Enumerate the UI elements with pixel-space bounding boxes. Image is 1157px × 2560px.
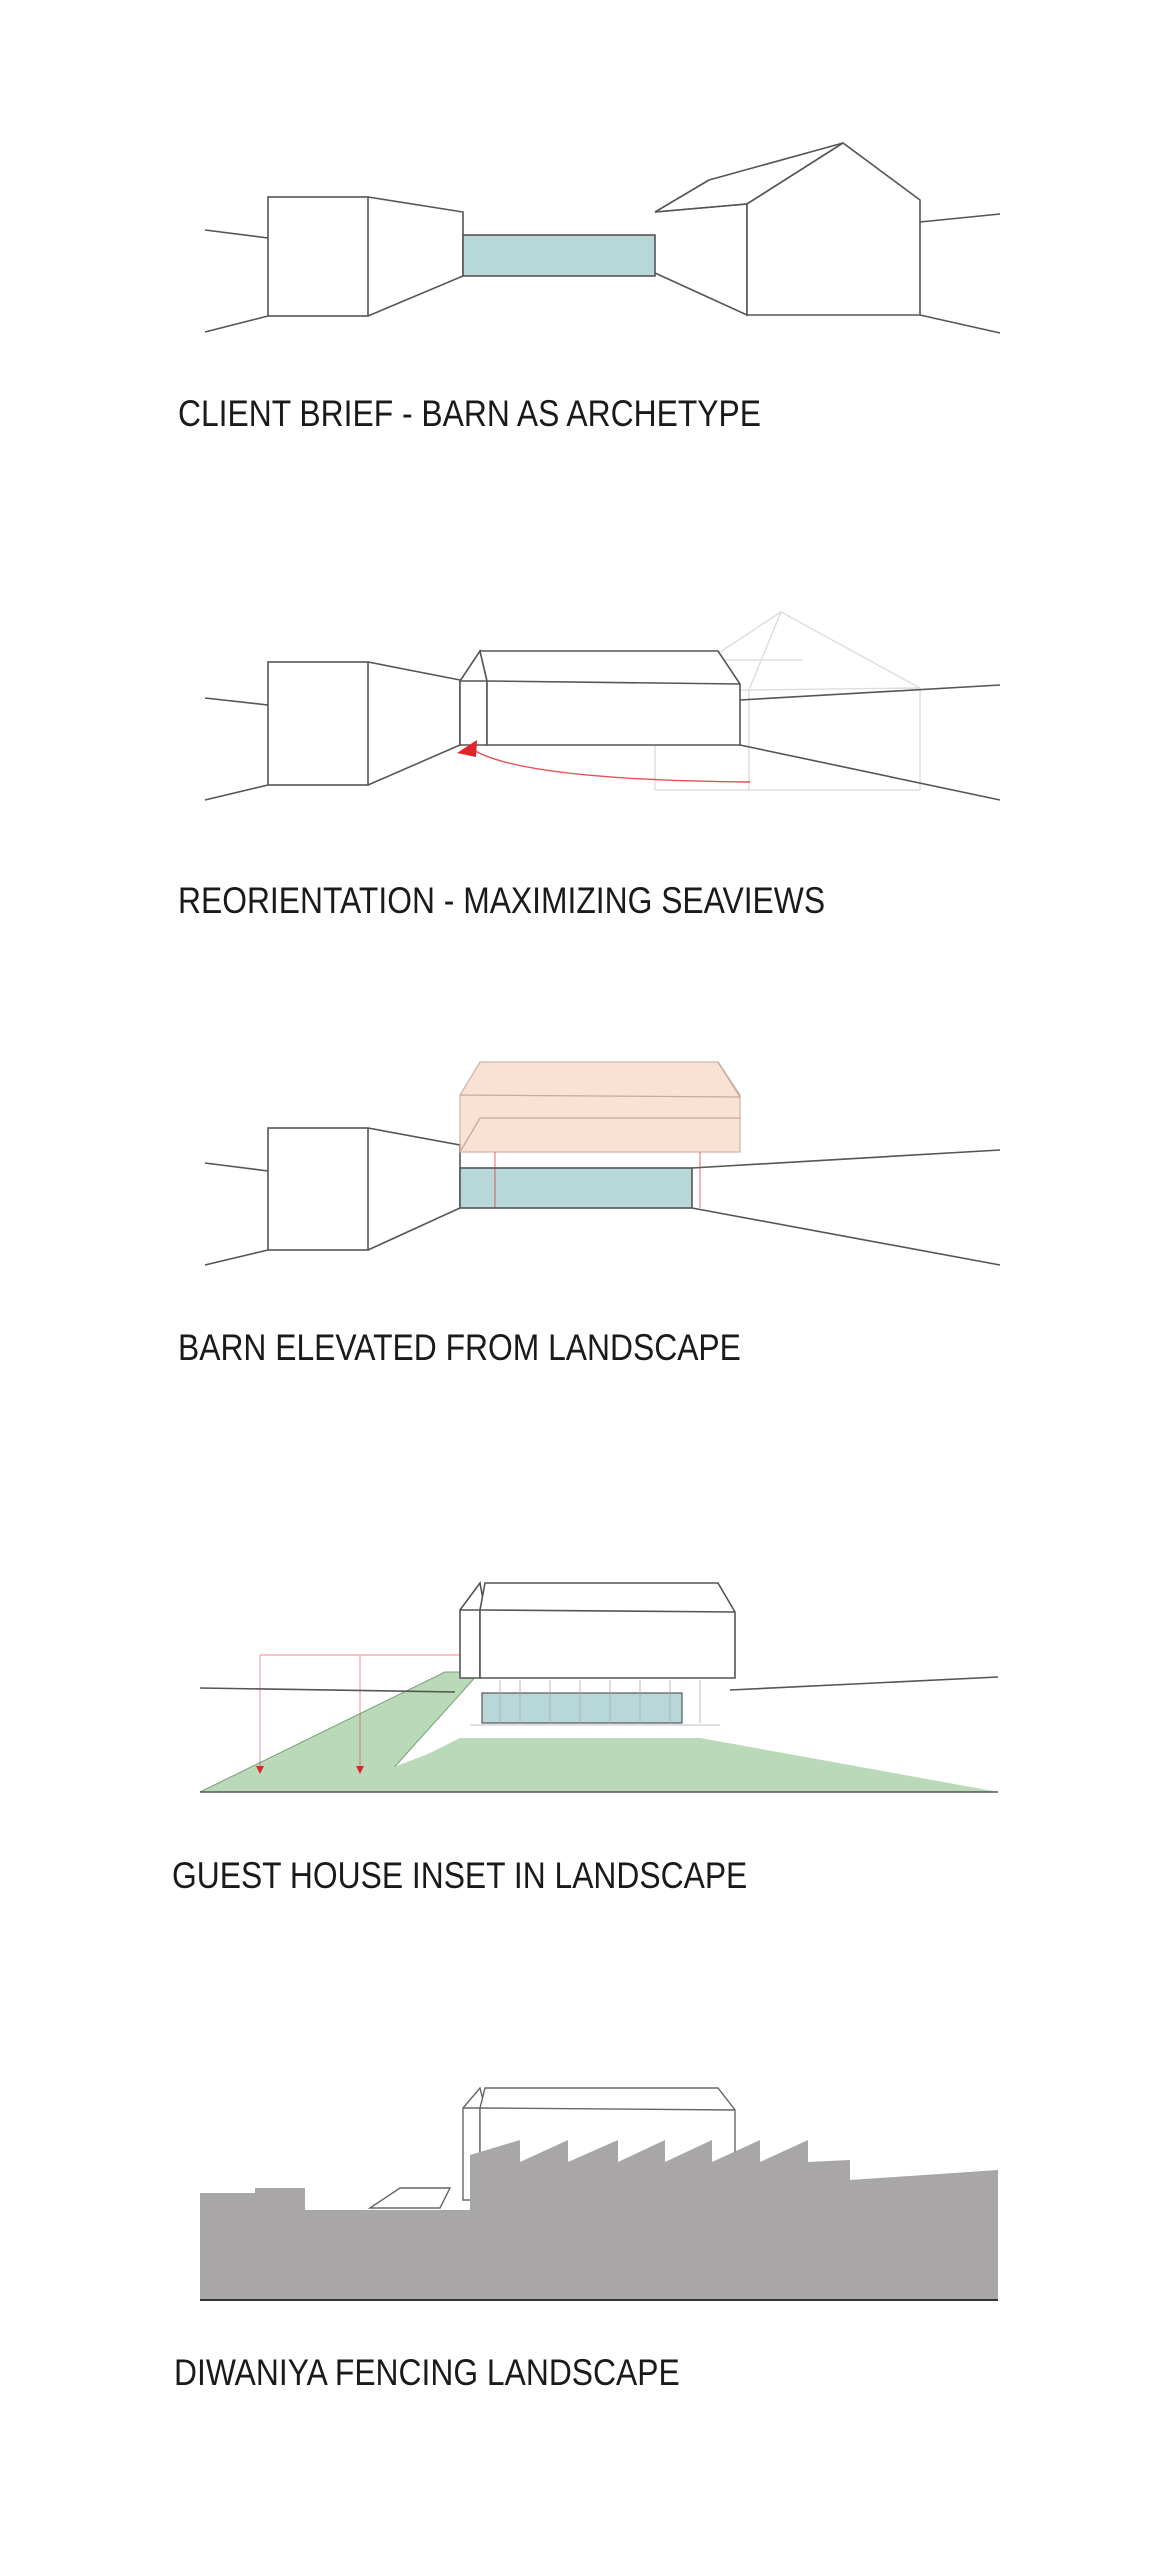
caption-reorientation: REORIENTATION - MAXIMIZING SEAVIEWS [178,880,826,921]
client-brief-drawing [204,142,1001,334]
caption-client-brief: CLIENT BRIEF - BARN AS ARCHETYPE [178,393,761,434]
caption-guest-house: GUEST HOUSE INSET IN LANDSCAPE [172,1855,748,1896]
diagram-barn-elevated: BARN ELEVATED FROM LANDSCAPE [178,1061,1001,1368]
caption-barn-elevated: BARN ELEVATED FROM LANDSCAPE [178,1327,741,1368]
diagram-client-brief: CLIENT BRIEF - BARN AS ARCHETYPE [0,0,1157,470]
diagram-diwaniya: DIWANIYA FENCING LANDSCAPE [174,2086,998,2393]
caption-diwaniya: DIWANIYA FENCING LANDSCAPE [174,2352,680,2393]
guest-house-drawing [199,1581,999,1793]
diagram-guest-house: GUEST HOUSE INSET IN LANDSCAPE [172,1581,999,1896]
reorientation-drawing [204,611,1001,801]
fence-wall [200,2140,998,2300]
diwaniya-drawing [200,2086,998,2301]
diagram-reorientation: REORIENTATION - MAXIMIZING SEAVIEWS [0,0,1157,960]
barn-elevated-drawing [204,1061,1001,1266]
